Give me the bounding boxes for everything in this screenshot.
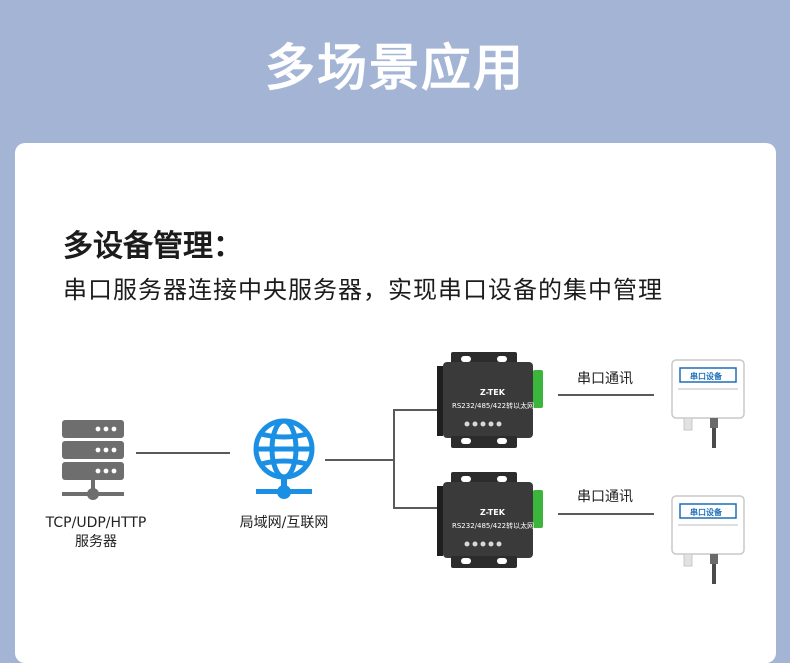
section-subtitle: 串口服务器连接中央服务器，实现串口设备的集中管理 <box>63 276 663 304</box>
branch-vertical-link <box>393 409 395 509</box>
device-model-label-2: RS232/485/422转以太网 <box>452 522 535 530</box>
serial-link-1 <box>558 394 654 396</box>
server-caption: TCP/UDP/HTTP 服务器 <box>30 514 162 552</box>
banner-title: 多场景应用 <box>265 39 525 97</box>
serial-link-label-2: 串口通讯 <box>577 489 633 505</box>
server-stack-icon <box>62 420 124 500</box>
server-network-link <box>136 452 230 454</box>
network-caption: 局域网/互联网 <box>239 515 329 531</box>
device-brand-1: Z-TEK <box>480 388 505 397</box>
device-model-label-1: RS232/485/422转以太网 <box>452 402 535 410</box>
serial-sensor-device-2 <box>671 495 745 584</box>
section-heading: 多设备管理： <box>63 229 243 264</box>
serial-device-server-2 <box>437 472 543 568</box>
serial-sensor-device-1 <box>671 359 745 448</box>
content-card: 多设备管理： 串口服务器连接中央服务器，实现串口设备的集中管理 <box>15 143 776 663</box>
branch-bottom-link <box>393 507 437 509</box>
network-trunk-link <box>325 459 395 461</box>
sensor-label-1: 串口设备 <box>690 372 722 381</box>
serial-link-label-1: 串口通讯 <box>577 371 633 387</box>
device-brand-2: Z-TEK <box>480 508 505 517</box>
sensor-label-2: 串口设备 <box>690 508 722 517</box>
server-caption-line1: TCP/UDP/HTTP <box>45 515 147 531</box>
serial-link-2 <box>558 513 654 515</box>
server-caption-line2: 服务器 <box>75 534 117 550</box>
branch-top-link <box>393 409 437 411</box>
globe-network-icon <box>253 418 315 499</box>
serial-device-server-1 <box>437 352 543 448</box>
